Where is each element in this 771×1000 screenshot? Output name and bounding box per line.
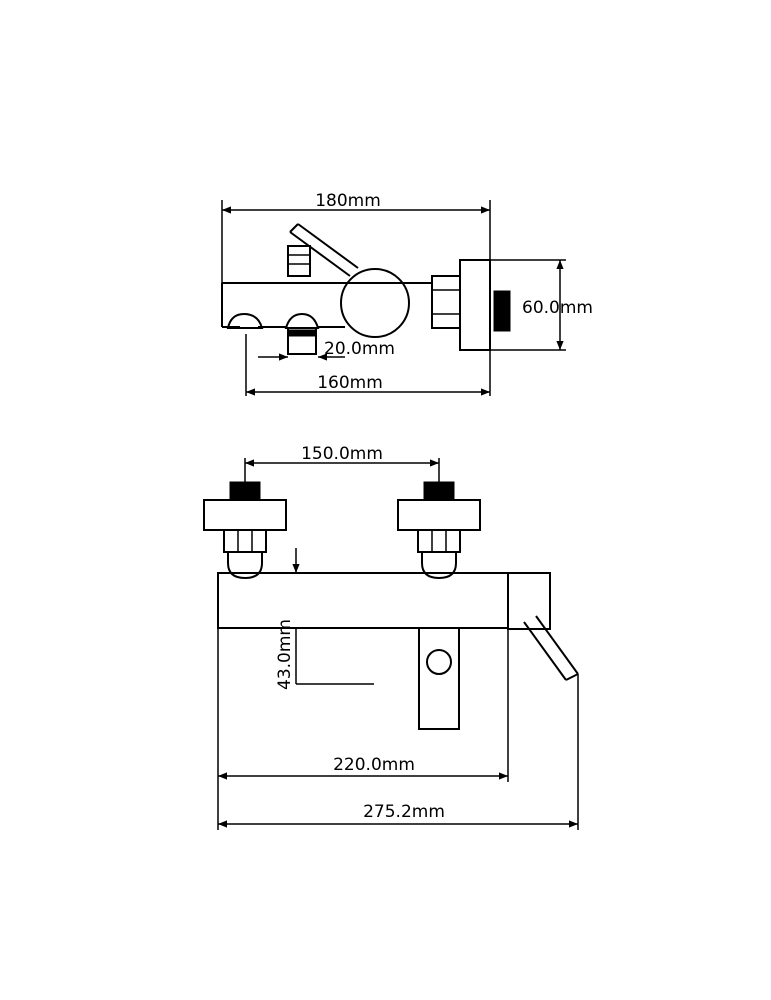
dim-60: 60.0mm	[490, 259, 593, 351]
dim-60-label: 60.0mm	[522, 298, 593, 318]
dim-180: 180mm	[221, 191, 491, 283]
front-view-spout	[418, 628, 460, 730]
front-view-left-inlet	[203, 481, 287, 580]
front-view-right-inlet	[397, 481, 481, 580]
top-view-knob	[340, 268, 410, 338]
dim-20-label: 20.0mm	[324, 339, 395, 359]
top-view-nozzle-right	[284, 312, 320, 329]
top-view-diverter	[287, 245, 311, 277]
top-view-wall-flange	[459, 259, 491, 351]
dim-275-label: 275.2mm	[363, 802, 445, 822]
dim-180-label: 180mm	[315, 191, 381, 211]
front-view-end-cap	[507, 572, 551, 630]
top-view: 180mm 60.0mm 20.0mm 160mm	[221, 191, 593, 396]
dim-150-label: 150.0mm	[301, 444, 383, 464]
dim-43-label: 43.0mm	[275, 619, 295, 690]
dim-160-label: 160mm	[317, 373, 383, 393]
top-view-hex-nut	[431, 275, 461, 329]
dim-275: 275.2mm	[218, 674, 579, 830]
dim-160: 160mm	[245, 334, 491, 396]
top-view-nozzle-left	[226, 312, 264, 329]
front-view: 43.0mm 150.0mm 220.0mm 275.2mm	[203, 444, 579, 830]
dim-220-label: 220.0mm	[333, 755, 415, 775]
dim-220: 220.0mm	[217, 628, 509, 830]
top-view-nozzle-band	[287, 329, 317, 337]
front-view-body	[217, 572, 509, 629]
top-view-lever	[289, 223, 359, 277]
dim-43: 43.0mm	[275, 548, 374, 690]
front-view-lever	[523, 615, 579, 681]
dim-150: 150.0mm	[244, 444, 440, 482]
top-view-nozzle-outlet	[287, 327, 317, 355]
top-view-body	[221, 282, 432, 328]
top-view-inlet-thread	[493, 290, 511, 332]
dim-20: 20.0mm	[258, 339, 395, 361]
